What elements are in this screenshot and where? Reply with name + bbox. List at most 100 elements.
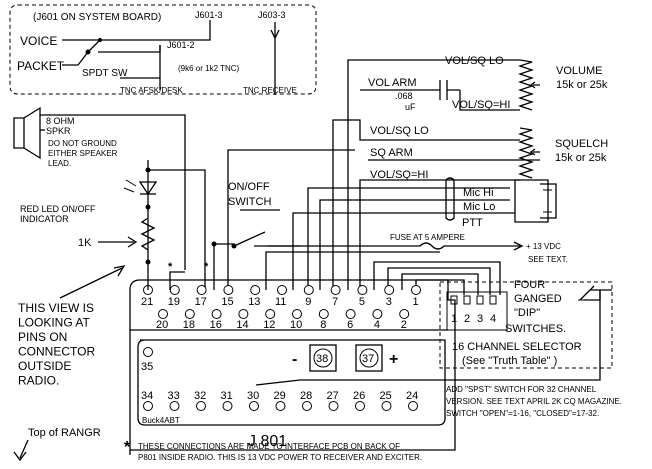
svg-text:6: 6 [347, 319, 353, 331]
pin-35: 35 [141, 347, 153, 373]
mic-connector: Mic Hi Mic Lo PTT [292, 177, 557, 290]
svg-text:1: 1 [413, 296, 419, 308]
svg-text:27: 27 [327, 390, 339, 402]
pin-14: 14 [236, 309, 249, 331]
svg-text:26: 26 [353, 390, 365, 402]
footnote-1: THESE CONNECTIONS ARE MADE TO INTERFACE … [138, 442, 400, 451]
svg-text:13: 13 [248, 296, 260, 308]
resistor-1k: 1K [78, 237, 92, 249]
pin-8: 8 [318, 309, 329, 331]
squelch-pot: VOL/SQ LO SQ ARM VOL/SQ=HI SQUELCH 15k o… [332, 119, 608, 290]
pin-11: 11 [275, 285, 287, 308]
pin-10: 10 [290, 309, 302, 331]
pin-3: 3 [384, 285, 395, 308]
view-note-line-2: LOOKING AT [18, 316, 90, 330]
pin-7: 7 [330, 285, 341, 308]
view-note-line-6: RADIO. [18, 374, 59, 388]
svg-text:18: 18 [183, 319, 195, 331]
vol-arm: VOL ARM [368, 77, 417, 89]
svg-text:35: 35 [141, 361, 153, 373]
spst-note: ADD "SPST" SWITCH FOR 32 CHANNEL VERSION… [446, 385, 622, 418]
volume-pot: VOL/SQ LO VOL ARM .068 uF VOL/SQ=HI VOLU… [347, 55, 608, 290]
svg-text:12: 12 [263, 319, 275, 331]
cap-unit: uF [405, 102, 416, 112]
mic-lo: Mic Lo [463, 201, 495, 213]
credit-label: Buck4ABT [142, 416, 180, 425]
spst-note-3: SWITCH "OPEN"=1-16, "CLOSED"=17-32. [446, 409, 599, 418]
pin-4: 4 [372, 309, 383, 331]
pin-24: 24 [406, 390, 418, 411]
pin-12: 12 [263, 309, 275, 331]
svg-text:3: 3 [477, 313, 483, 325]
svg-text:30: 30 [247, 390, 259, 402]
svg-text:25: 25 [380, 390, 392, 402]
view-note-line-1: THIS VIEW IS [18, 301, 94, 315]
selector-line-3: "DIP" [514, 307, 540, 319]
dip-switch-1: 1 [450, 295, 458, 325]
pin-16: 16 [210, 309, 222, 331]
squelch-value: 15k or 25k [555, 152, 607, 164]
minus-sign: - [292, 351, 297, 368]
selector-line-1: FOUR [514, 279, 545, 291]
fuse-label: FUSE AT 5 AMPERE [390, 233, 465, 242]
bottom-pin-row: 20 18 16 14 12 10 8 6 4 2 [156, 309, 410, 331]
j601-3-label: J601-3 [195, 10, 223, 20]
svg-text:5: 5 [359, 296, 365, 308]
footnote-asterisk: * [124, 439, 131, 456]
pin-25: 25 [380, 390, 392, 411]
svg-text:9: 9 [305, 296, 311, 308]
led-indicator: RED LED ON/OFF INDICATOR 1K [20, 160, 206, 290]
tnc-afsk-label: TNC AFSK/DFSK [120, 86, 183, 95]
spst-note-1: ADD "SPST" SWITCH FOR 32 CHANNEL [446, 385, 597, 394]
svg-text:20: 20 [156, 319, 168, 331]
pin-38-box: 38 [309, 344, 337, 372]
svg-text:15: 15 [221, 296, 233, 308]
svg-text:29: 29 [274, 390, 286, 402]
spdt-sw-label: SPDT SW [82, 68, 128, 79]
svg-text:34: 34 [141, 390, 153, 402]
svg-text:2: 2 [401, 319, 407, 331]
led-label-2: INDICATOR [20, 214, 69, 224]
led-label-1: RED LED ON/OFF [20, 204, 96, 214]
svg-text:38: 38 [316, 353, 328, 365]
switch-label-1: ON/OFF [228, 181, 270, 193]
pin-2: 2 [399, 309, 410, 331]
dip-switch-2: 2 [463, 295, 471, 325]
sq-arm: SQ ARM [370, 147, 413, 159]
svg-text:14: 14 [236, 319, 248, 331]
tnc-note: (9k6 or 1k2 TNC) [178, 64, 240, 73]
svg-text:3: 3 [386, 296, 392, 308]
asterisk-pin-19: * [168, 261, 173, 273]
speaker-note-1: DO NOT GROUND [48, 139, 117, 148]
spst-note-2: VERSION. SEE TEXT APRIL 2K CQ MAGAZINE. [446, 397, 622, 406]
asterisk-pin-16: * [204, 261, 209, 273]
vol-sq-hi-1: VOL/SQ=HI [452, 99, 510, 111]
svg-text:2: 2 [464, 313, 470, 325]
top-pin-row: 21 19 17 15 13 11 9 7 5 3 1 [141, 285, 421, 308]
selector-line-4: SWITCHES. [505, 323, 566, 335]
pin-17: 17 [195, 285, 207, 308]
pin-18: 18 [183, 309, 195, 331]
view-note-line-3: PINS ON [18, 330, 67, 344]
svg-text:4: 4 [374, 319, 380, 331]
switch-label-2: SWITCH [228, 196, 271, 208]
selector-line-2: GANGED [514, 293, 562, 305]
pin-28: 28 [300, 390, 312, 411]
pin-30: 30 [247, 390, 259, 411]
svg-text:37: 37 [362, 353, 374, 365]
speaker-spkr: SPKR [46, 126, 71, 136]
system-board-title: (J601 ON SYSTEM BOARD) [33, 12, 161, 23]
pin-27: 27 [327, 390, 339, 411]
truth-table-note: (See "Truth Table" ) [462, 355, 557, 367]
tnc-receive-label: TNC RECEIVE [243, 86, 297, 95]
dip-switch-3: 3 [476, 295, 484, 325]
pin-21: 21 [141, 285, 153, 308]
mic-hi: Mic Hi [463, 187, 494, 199]
svg-text:19: 19 [168, 296, 180, 308]
dip-switch-4: 4 [489, 295, 497, 325]
svg-text:10: 10 [290, 319, 302, 331]
plus-sign: + [389, 351, 398, 368]
connector-name: J 801 [248, 433, 287, 450]
